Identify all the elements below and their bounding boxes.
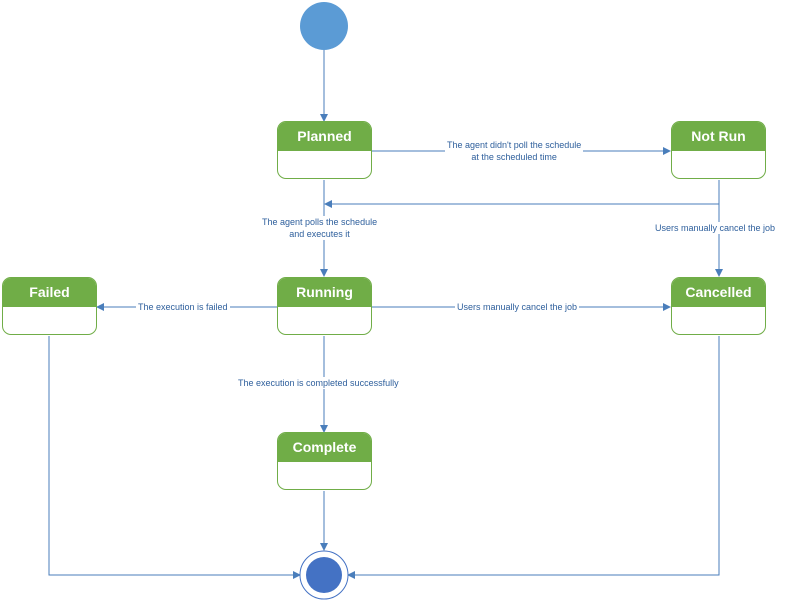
final-node [306,557,342,593]
label-planned-to-not-run: The agent didn't poll the schedule at th… [445,139,584,163]
label-planned-to-not-run-line1: The agent didn't poll the schedule [447,140,582,150]
label-planned-to-running-line2: and executes it [289,229,350,239]
edge-cancelled-to-end [347,336,720,579]
label-running-to-failed: The execution is failed [136,301,230,313]
state-running-title: Running [278,278,371,307]
state-failed: Failed [2,277,97,335]
state-complete-title: Complete [278,433,371,462]
state-not-run-title: Not Run [672,122,765,151]
state-not-run: Not Run [671,121,766,179]
state-failed-title: Failed [3,278,96,307]
edge-failed-to-end [48,336,301,579]
state-planned: Planned [277,121,372,179]
label-planned-to-running: The agent polls the schedule and execute… [260,216,380,240]
edge-not-run-return [324,180,720,208]
state-cancelled-title: Cancelled [672,278,765,307]
label-running-to-complete: The execution is completed successfully [236,377,401,389]
label-planned-to-not-run-line2: at the scheduled time [471,152,557,162]
label-running-to-cancelled: Users manually cancel the job [455,301,580,313]
state-cancelled: Cancelled [671,277,766,335]
state-complete: Complete [277,432,372,490]
state-planned-title: Planned [278,122,371,151]
label-planned-to-running-line1: The agent polls the schedule [262,217,378,227]
initial-node [300,2,348,50]
label-not-run-to-cancelled: Users manually cancel the job [653,222,778,234]
state-running: Running [277,277,372,335]
